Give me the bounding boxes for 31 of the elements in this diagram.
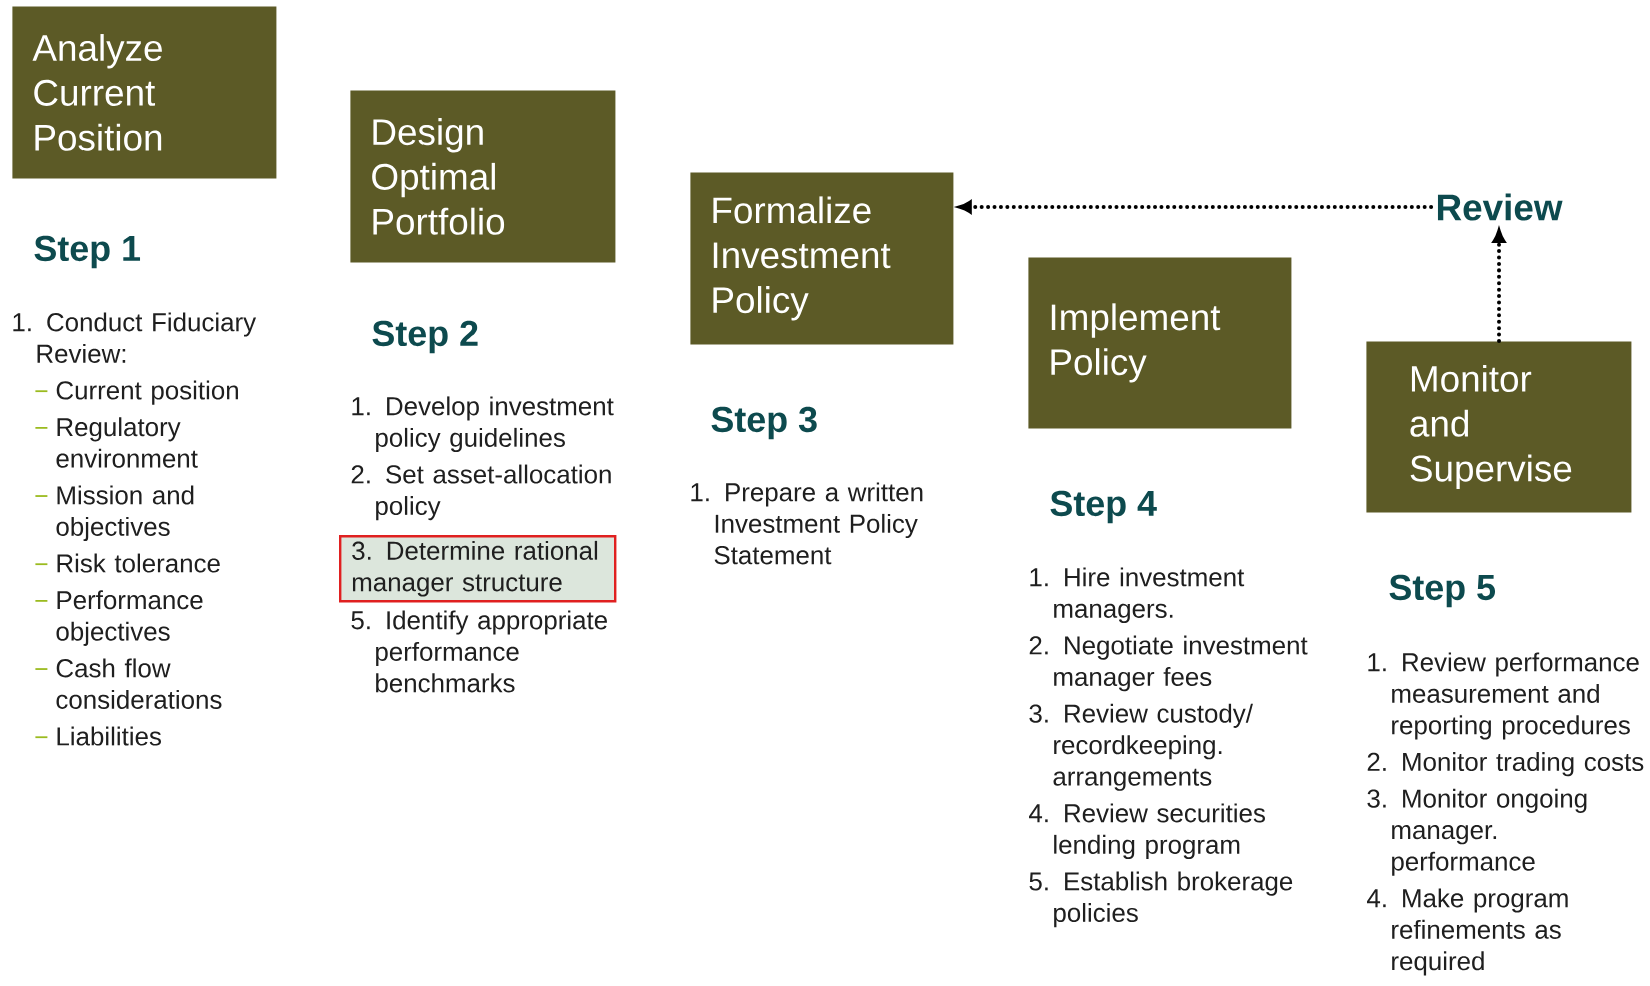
list-item: 1. Review performance measurement and reporting procedures <box>1368 652 1639 740</box>
list-item: 2. Negotiate investment manager fees <box>1029 635 1308 692</box>
step-box: Formalize Investment Policy <box>690 172 954 345</box>
list-item: 1. Develop investment policy guidelines <box>352 396 614 453</box>
list-item: 2. Monitor trading costs <box>1367 752 1644 777</box>
list-item: 3. Review custody/ recordkeeping. arrangements <box>1029 703 1253 791</box>
list-item: Risk tolerance <box>57 553 220 573</box>
list-item: 4. Make program refinements as required <box>1367 888 1568 976</box>
list-item: Regulatory environment <box>56 417 198 468</box>
step-heading: Step 5 <box>1389 574 1496 608</box>
list-item: 5. Establish brokerage policies <box>1029 871 1293 928</box>
step-box: Analyze Current Position <box>12 6 277 179</box>
step-heading: Step 3 <box>711 406 817 440</box>
list-item: Current position <box>56 380 238 405</box>
step-box: Implement Policy <box>1028 257 1292 429</box>
review-label: Review <box>1437 193 1563 221</box>
list-item: Liabilities <box>57 726 161 746</box>
list-item: 3. Monitor ongoing manager. performance <box>1367 788 1587 876</box>
step-box: Monitor and Supervise <box>1366 341 1632 513</box>
list-item: Performance objectives <box>56 590 203 646</box>
list-item: 1. Conduct Fiduciary Review: <box>13 312 257 363</box>
highlighted-item: 3. Determine rational manager structure <box>339 535 617 603</box>
list-item: 1. Prepare a written Investment Policy Statement <box>691 482 923 565</box>
step-heading: Step 1 <box>34 235 141 269</box>
list-item: Cash flow considerations <box>56 658 222 709</box>
step-heading: Step 4 <box>1050 490 1157 524</box>
list-item: 1. Hire investment managers. <box>1030 567 1245 624</box>
list-item: Mission and objectives <box>56 485 194 542</box>
list-item: 4. Review securities lending program <box>1029 803 1265 859</box>
step-heading: Step 2 <box>372 320 478 354</box>
step-box: Design Optimal Portfolio <box>350 90 616 263</box>
